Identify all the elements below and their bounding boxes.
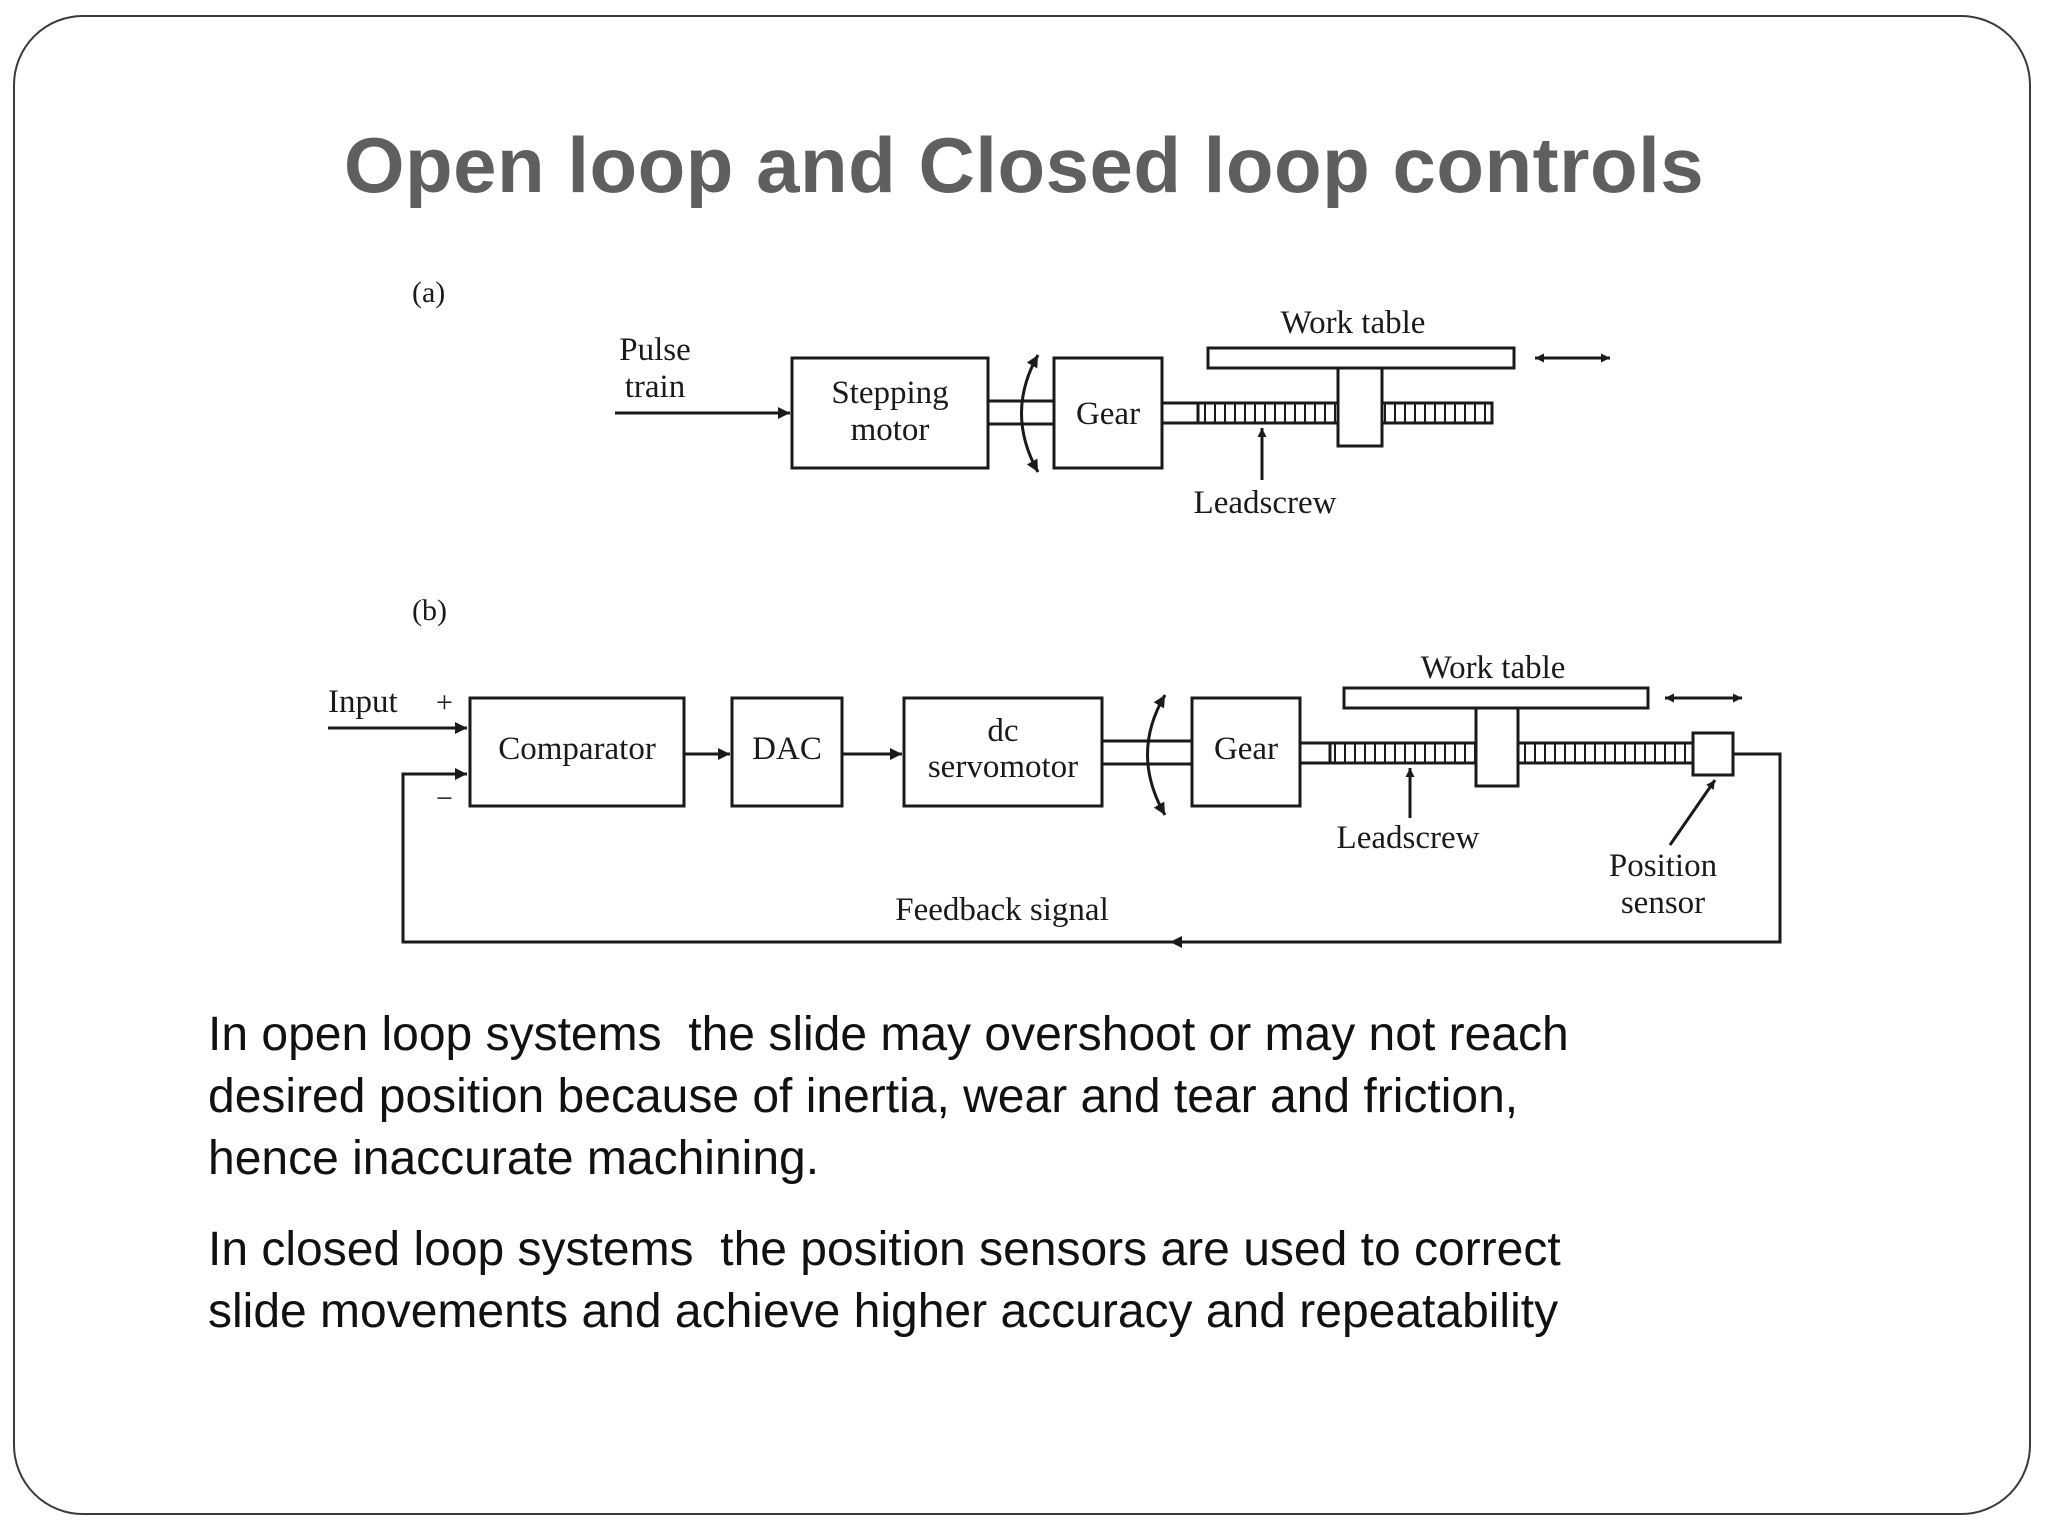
closed-loop-line-2: slide movements and achieve higher accur… xyxy=(208,1285,1559,1338)
plus-sign: + xyxy=(436,686,453,719)
open-loop-line-2: desired position because of inertia, wea… xyxy=(208,1070,1519,1123)
open-loop-line-1: In open loop systems the slide may overs… xyxy=(208,1008,1569,1061)
diagram-b-label: (b) xyxy=(412,594,447,627)
leadscrew-plain-a xyxy=(1160,401,1200,425)
dac-label: DAC xyxy=(752,731,822,767)
pulse-train-label-line2: train xyxy=(625,369,685,405)
stepping-motor-label-line1: Stepping xyxy=(831,375,948,411)
pulse-train-label-line1: Pulse xyxy=(619,332,691,368)
comparator-block xyxy=(468,696,686,808)
control-loop-diagram: (a) Pulse train Stepping motor Gear Work… xyxy=(328,276,1782,948)
closed-loop-diagram: (b) Input + − Comparator DAC dc servomot… xyxy=(328,594,1782,948)
work-table-b xyxy=(1342,686,1650,710)
comparator-label: Comparator xyxy=(498,731,656,767)
feedback-loop-left xyxy=(401,768,1170,944)
table-nut-b xyxy=(1474,706,1520,788)
open-loop-diagram: (a) Pulse train Stepping motor Gear Work… xyxy=(412,276,1610,521)
closed-loop-line-1: In closed loop systems the position sens… xyxy=(208,1223,1561,1276)
leadscrew-label-b: Leadscrew xyxy=(1337,820,1480,856)
rotation-arrow-a xyxy=(1020,354,1040,473)
position-sensor-box xyxy=(1691,731,1735,777)
dac-block xyxy=(730,696,844,808)
feedback-loop-right xyxy=(1170,752,1782,948)
stepping-motor-label-line2: motor xyxy=(851,412,930,448)
position-sensor-pointer xyxy=(1668,779,1717,846)
closed-loop-paragraph: In closed loop systems the position sens… xyxy=(208,1219,1768,1343)
minus-sign: − xyxy=(436,782,453,815)
servomotor-label-line2: servomotor xyxy=(928,749,1078,785)
stepping-motor-block xyxy=(790,356,990,470)
work-table-label-b: Work table xyxy=(1421,650,1566,686)
slide-title: Open loop and Closed loop controls xyxy=(343,121,1705,209)
leadscrew-threads-b-right xyxy=(1516,741,1695,765)
leadscrew-threads-a-right xyxy=(1380,401,1494,425)
servomotor-label-line1: dc xyxy=(987,713,1018,749)
position-sensor-label-line1: Position xyxy=(1609,848,1717,884)
rotation-arrow-b xyxy=(1146,694,1167,816)
work-table-a xyxy=(1206,346,1516,370)
diagram-a-label: (a) xyxy=(412,276,445,309)
servomotor-block xyxy=(902,696,1104,808)
work-table-label-a: Work table xyxy=(1281,305,1426,341)
table-nut-a xyxy=(1336,366,1384,448)
leadscrew-label-a: Leadscrew xyxy=(1194,485,1337,521)
gear-label-b: Gear xyxy=(1214,731,1278,767)
open-loop-line-3: hence inaccurate machining. xyxy=(208,1132,820,1185)
input-label: Input xyxy=(328,684,398,720)
open-loop-paragraph: In open loop systems the slide may overs… xyxy=(208,1004,1768,1190)
leadscrew-threads-a-left xyxy=(1196,401,1340,425)
leadscrew-plain-b xyxy=(1298,741,1332,765)
gear-label-a: Gear xyxy=(1076,396,1140,432)
position-sensor-label-line2: sensor xyxy=(1621,885,1705,921)
feedback-signal-label: Feedback signal xyxy=(895,892,1109,928)
leadscrew-threads-b-left xyxy=(1328,741,1478,765)
